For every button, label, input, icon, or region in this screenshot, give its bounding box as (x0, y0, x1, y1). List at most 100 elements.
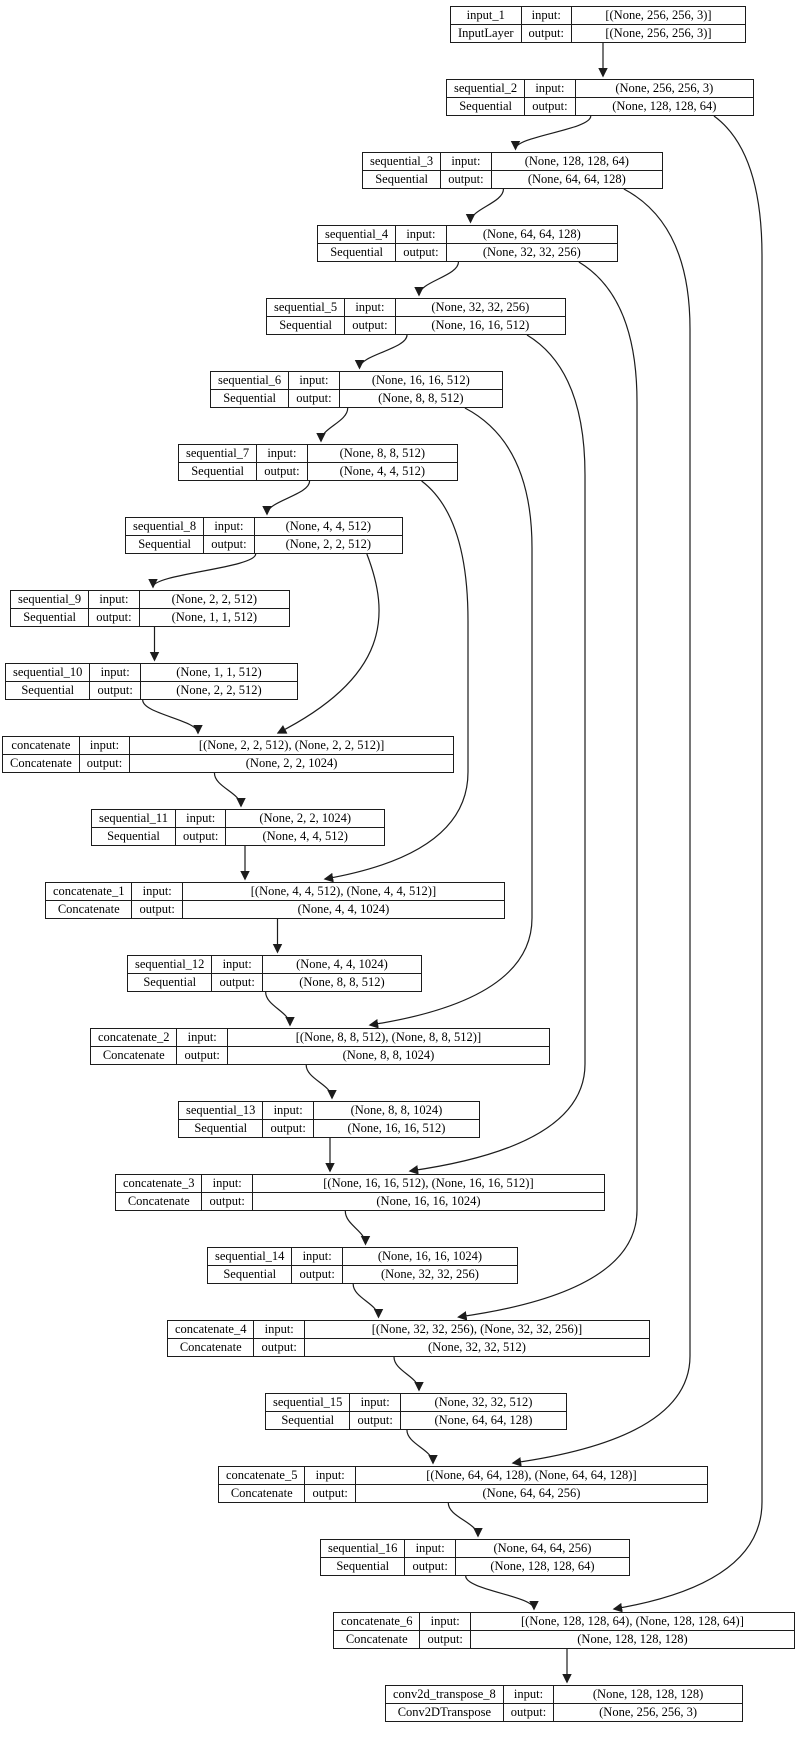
output-shape: (None, 8, 8, 512) (378, 391, 464, 406)
input-shape: (None, 8, 8, 1024) (313, 1102, 479, 1120)
output-label: output: (257, 462, 308, 480)
output-shape: (None, 256, 256, 3) (599, 1705, 698, 1720)
layer-name: sequential_7 (179, 445, 258, 463)
output-label: output: (90, 681, 141, 699)
output-shape: (None, 16, 16, 512) (431, 318, 530, 333)
output-shape: (None, 16, 16, 1024) (376, 1194, 481, 1209)
edge-sequential_8-to-sequential_9 (148, 553, 257, 589)
edge-concatenate_3-to-sequential_14 (344, 1210, 371, 1246)
input-label: input: (441, 153, 492, 171)
layer-name: sequential_11 (92, 810, 176, 828)
input-label: input: (89, 591, 140, 609)
output-label: output: (204, 535, 255, 553)
layer-name: sequential_9 (11, 591, 90, 609)
layer-name: sequential_8 (126, 518, 205, 536)
input-shape: (None, 64, 64, 256) (455, 1540, 629, 1558)
input-label: input: (525, 80, 576, 98)
input-shape: (None, 32, 32, 256) (395, 299, 565, 317)
edge-sequential_3-to-sequential_4 (465, 188, 505, 224)
edge-group (142, 43, 763, 1684)
edge-sequential_14-to-concatenate_4 (352, 1283, 384, 1319)
output-label: output: (132, 900, 183, 918)
output-label: output: (396, 243, 447, 261)
edge-sequential_12-to-concatenate_2 (265, 991, 295, 1027)
layer-name: sequential_12 (128, 956, 213, 974)
edge-concatenate_4-to-sequential_15 (393, 1356, 424, 1392)
input-label: input: (350, 1394, 401, 1412)
output-shape: (None, 128, 128, 64) (490, 1559, 595, 1574)
input-label: input: (257, 445, 308, 463)
layer-type: Sequential (447, 97, 526, 115)
output-label: output: (350, 1411, 401, 1429)
layer-name: conv2d_transpose_8 (386, 1686, 504, 1704)
layer-name: concatenate_3 (116, 1175, 203, 1193)
input-label: input: (79, 737, 131, 755)
output-label: output: (89, 608, 140, 626)
layer-name: sequential_10 (6, 664, 91, 682)
output-shape: (None, 1, 1, 512) (171, 610, 257, 625)
layer-type: Sequential (128, 973, 213, 991)
layer-type: Sequential (6, 681, 91, 699)
output-label: output: (212, 973, 263, 991)
output-shape: (None, 32, 32, 256) (380, 1267, 479, 1282)
output-label: output: (80, 754, 131, 772)
edge-sequential_6-to-sequential_7 (316, 407, 349, 443)
output-shape: (None, 64, 64, 128) (434, 1413, 533, 1428)
layer-type: Concatenate (46, 900, 133, 918)
output-label: output: (263, 1119, 314, 1137)
output-shape: (None, 4, 4, 512) (262, 829, 348, 844)
layer-name: concatenate_5 (219, 1467, 306, 1485)
input-label: input: (345, 299, 396, 317)
input-shape: (None, 16, 16, 1024) (342, 1248, 517, 1266)
output-shape: (None, 32, 32, 512) (428, 1340, 526, 1355)
input-shape: [(None, 64, 64, 128), (None, 64, 64, 128… (355, 1467, 707, 1485)
layer-type: Sequential (179, 462, 258, 480)
layer-type: Sequential (318, 243, 397, 261)
layer-name: input_1 (451, 7, 522, 25)
edge-sequential_5-to-sequential_6 (354, 334, 408, 370)
input-shape: (None, 2, 2, 1024) (226, 810, 384, 828)
output-label: output: (522, 24, 572, 42)
output-shape: (None, 2, 2, 512) (285, 537, 371, 552)
layer-name: concatenate (3, 737, 80, 755)
layer-type: Concatenate (91, 1046, 178, 1064)
input-label: input: (132, 883, 183, 901)
layer-type: Concatenate (168, 1338, 255, 1356)
input-label: input: (90, 664, 141, 682)
input-label: input: (305, 1467, 356, 1485)
layer-name: sequential_14 (208, 1248, 293, 1266)
output-label: output: (202, 1192, 253, 1210)
output-label: output: (345, 316, 396, 334)
input-shape: (None, 4, 4, 512) (254, 518, 402, 536)
output-shape: (None, 2, 2, 1024) (245, 756, 338, 771)
input-shape: [(None, 2, 2, 512), (None, 2, 2, 512)] (130, 737, 453, 755)
edge-sequential_5-to-concatenate_3 (408, 334, 586, 1175)
edge-sequential_6-to-concatenate_2 (368, 407, 533, 1029)
input-shape: [(None, 8, 8, 512), (None, 8, 8, 512)] (227, 1029, 549, 1047)
edge-sequential_15-to-concatenate_5 (406, 1429, 438, 1465)
input-label: input: (503, 1686, 555, 1704)
output-label: output: (405, 1557, 456, 1575)
edge-sequential_2-to-concatenate_6 (612, 115, 763, 1613)
input-shape: (None, 1, 1, 512) (140, 664, 297, 682)
layer-type: InputLayer (451, 24, 522, 42)
layer-name: sequential_5 (267, 299, 346, 317)
layer-type: Concatenate (116, 1192, 203, 1210)
output-label: output: (177, 1046, 228, 1064)
input-shape: (None, 4, 4, 1024) (262, 956, 421, 974)
edge-sequential_16-to-concatenate_6 (465, 1575, 539, 1611)
output-label: output: (292, 1265, 343, 1283)
input-shape: [(None, 32, 32, 256), (None, 32, 32, 256… (304, 1321, 649, 1339)
